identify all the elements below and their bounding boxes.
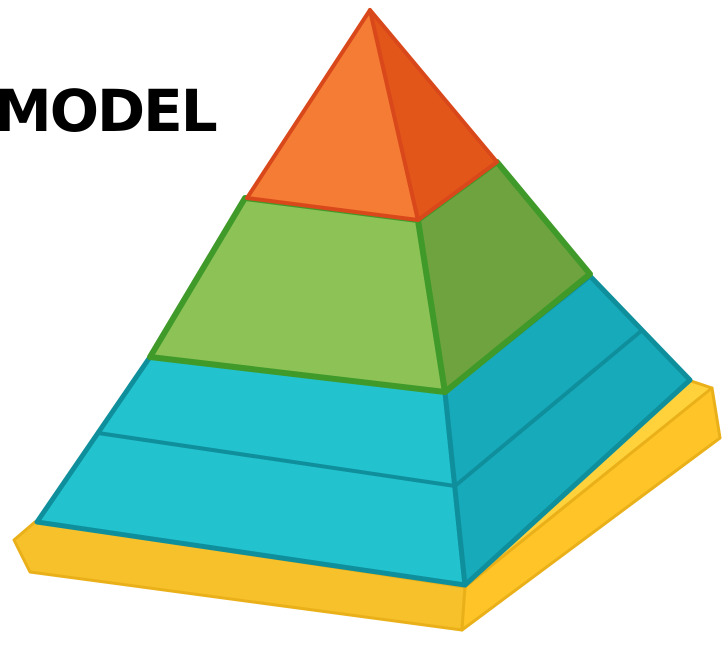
diagram-title: MODEL [0,77,218,145]
apex-side-face [368,8,499,222]
base-platform-side [460,386,722,632]
green-front-face [147,195,448,395]
teal-tier-divider-front [96,431,457,488]
teal-tier-divider-side [453,330,642,488]
pyramid-level-apex [245,8,499,222]
pyramid-level-green [147,159,593,395]
